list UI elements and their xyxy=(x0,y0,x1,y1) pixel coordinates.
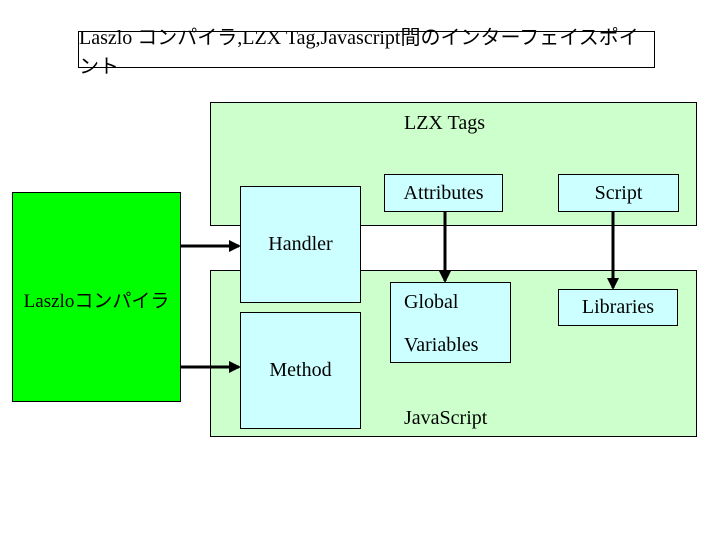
title-box: Laszlo コンパイラ,LZX Tag,Javascript間のインターフェイ… xyxy=(78,27,655,78)
libraries-label: Libraries xyxy=(581,296,655,318)
attributes-box: Attributes xyxy=(384,174,503,212)
laszlo-compiler-box: Laszloコンパイラ xyxy=(12,192,181,402)
libraries-box: Libraries xyxy=(558,289,678,326)
global-variables-box: Global Variables xyxy=(390,282,511,363)
handler-box: Handler xyxy=(240,186,361,303)
attributes-label: Attributes xyxy=(403,181,484,204)
script-label: Script xyxy=(594,181,643,204)
script-box: Script xyxy=(558,174,679,212)
lzx-tags-label: LZX Tags xyxy=(404,112,485,134)
method-label: Method xyxy=(269,359,332,381)
laszlo-compiler-label: Laszloコンパイラ xyxy=(23,290,170,312)
method-box: Method xyxy=(240,312,361,429)
javascript-label: JavaScript xyxy=(404,407,488,429)
variables-label: Variables xyxy=(404,334,479,356)
diagram-title: Laszlo コンパイラ,LZX Tag,Javascript間のインターフェイ… xyxy=(79,26,639,78)
global-label: Global xyxy=(404,291,459,313)
handler-label: Handler xyxy=(268,233,333,255)
